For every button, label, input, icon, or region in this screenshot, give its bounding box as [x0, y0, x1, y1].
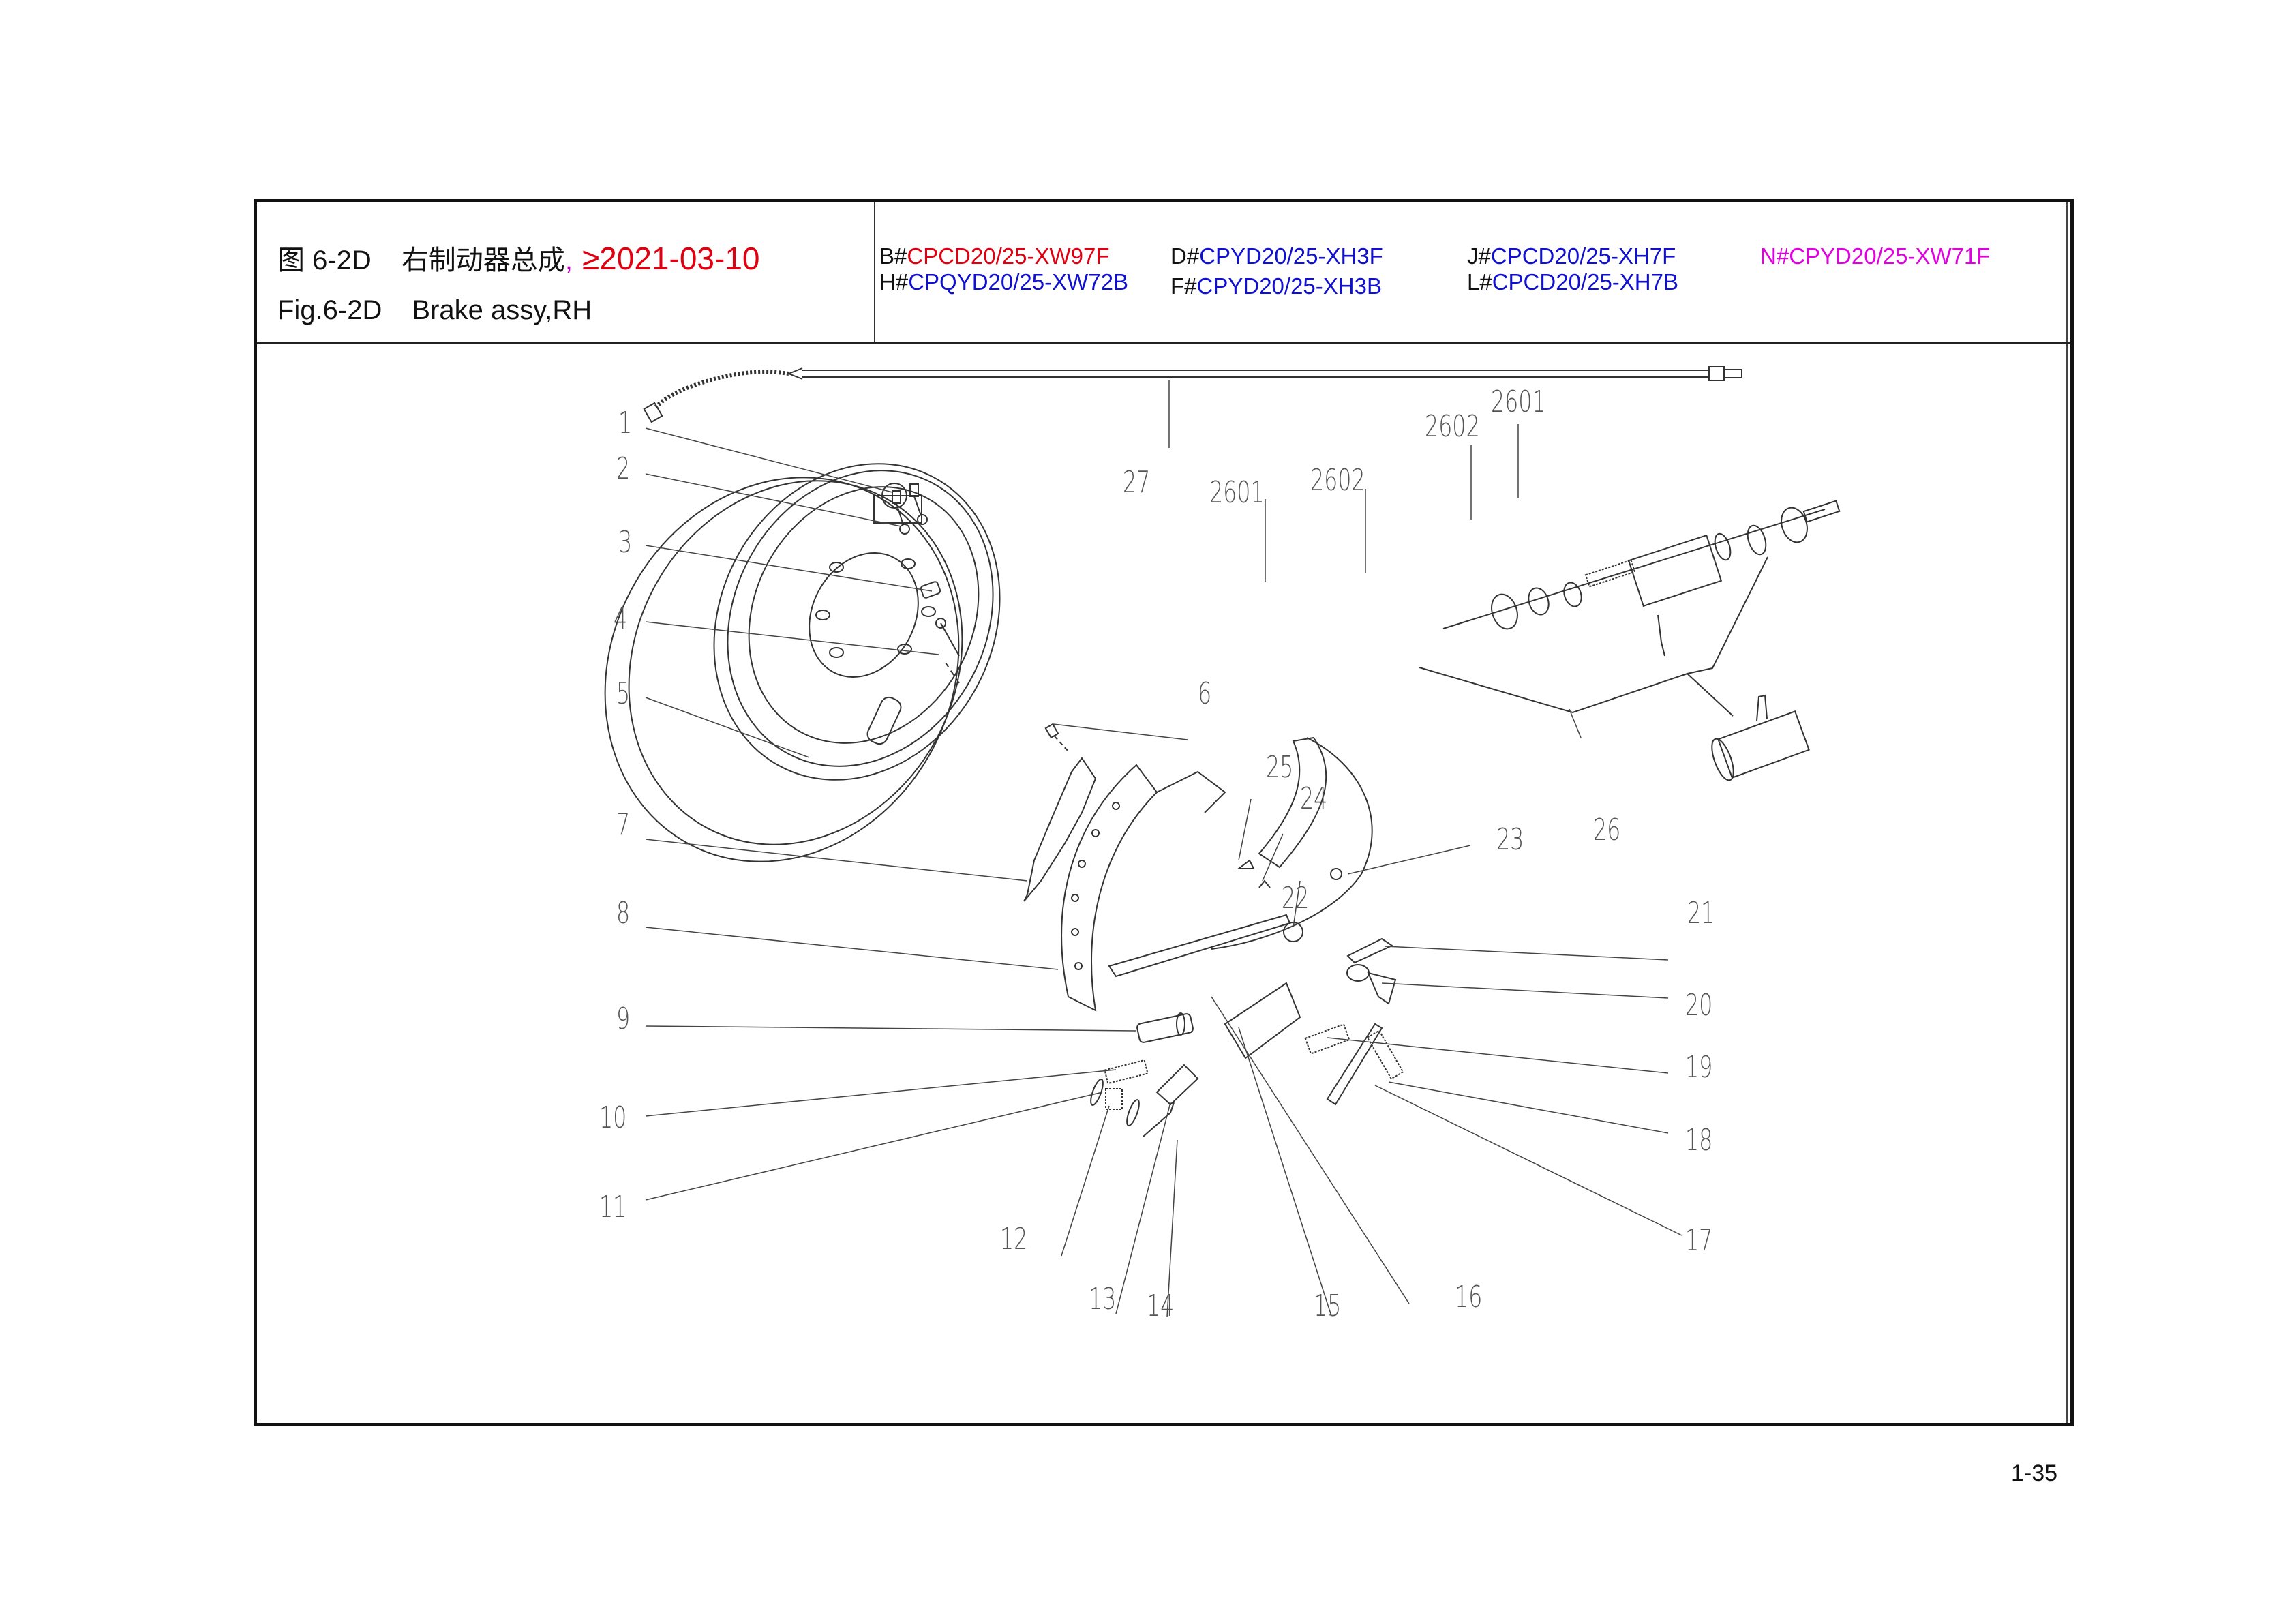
model-code-h: H#CPQYD20/25-XW72B [879, 269, 1128, 295]
anchor-plate-icon [1346, 937, 1394, 964]
spring-19-icon [1304, 1023, 1350, 1055]
grouping-bracket-right [1687, 556, 1768, 674]
callout-6: 6 [1198, 676, 1212, 711]
parking-cable-icon [643, 366, 1742, 423]
figure-number-cn: 图 6-2D [277, 245, 372, 275]
brake-shoe-right-icon [1211, 736, 1373, 950]
long-bolt-icon [935, 618, 960, 684]
shoe-guide-plate-icon [1023, 757, 1097, 902]
callout-5: 5 [616, 676, 631, 711]
plug-icon [920, 581, 941, 599]
callout-11: 11 [599, 1190, 627, 1224]
spring-icon [1104, 1059, 1149, 1085]
retainer-icon [1237, 859, 1255, 869]
model-code-n: N#CPYD20/25-XW71F [1760, 243, 1991, 269]
adjuster-cable-icon [1326, 1023, 1383, 1106]
callout-12: 12 [1000, 1222, 1028, 1257]
effective-date: ≥2021-03-10 [581, 241, 760, 276]
callout-9: 9 [616, 1002, 631, 1036]
bolt-icon [892, 483, 928, 535]
title-chinese: 图 6-2D 右制动器总成, ≥2021-03-10 [277, 238, 759, 277]
adjuster-icon [1136, 1012, 1194, 1043]
callout-2602-left: 2602 [1310, 463, 1365, 498]
clip-pin-icon [1143, 1102, 1175, 1137]
callout-14: 14 [1147, 1289, 1175, 1323]
brake-drum-icon [604, 463, 1001, 862]
model-code-j: J#CPCD20/25-XH7F [1467, 243, 1676, 269]
title-cell: 图 6-2D 右制动器总成, ≥2021-03-10 Fig.6-2D Brake a… [257, 202, 875, 342]
callout-4: 4 [614, 601, 628, 636]
model-applicability: B#CPCD20/25-XW97F H#CPQYD20/25-XW72B D#C… [874, 202, 2070, 342]
callout-2: 2 [616, 451, 631, 486]
assembly-name-en: Brake assy,RH [412, 295, 592, 325]
callout-17: 17 [1685, 1223, 1713, 1258]
figure-number-en: Fig.6-2D [277, 295, 382, 325]
hold-down-spring-icon [1090, 1079, 1140, 1126]
callout-8: 8 [616, 896, 631, 931]
callout-24: 24 [1300, 781, 1328, 816]
callout-3: 3 [618, 525, 633, 560]
callout-16: 16 [1455, 1280, 1483, 1314]
model-code-f: F#CPYD20/25-XH3B [1170, 273, 1382, 299]
adjusting-wheel-icon [1283, 922, 1303, 942]
callout-7: 7 [616, 807, 631, 842]
callout-20: 20 [1685, 988, 1713, 1023]
callout-23: 23 [1496, 822, 1524, 857]
model-code-b: B#CPCD20/25-XW97F [879, 243, 1110, 269]
title-comma: , [564, 245, 573, 275]
callout-26: 26 [1593, 813, 1621, 847]
frame-inner-border [2066, 202, 2068, 1423]
callout-21: 21 [1687, 896, 1715, 931]
callout-27: 27 [1123, 465, 1151, 500]
callout-18: 18 [1685, 1123, 1713, 1158]
leader-lines [645, 380, 1682, 1318]
callout-19: 19 [1685, 1050, 1713, 1085]
page-number: 1-35 [2011, 1460, 2058, 1486]
assembly-name-cn: 右制动器总成 [401, 245, 565, 275]
parking-lever-icon [1108, 914, 1291, 978]
callout-22: 22 [1282, 881, 1310, 916]
brake-shoe-icon [1061, 764, 1226, 1012]
clip-icon [1258, 879, 1271, 888]
callout-2601-right: 2601 [1491, 385, 1546, 419]
callout-13: 13 [1089, 1282, 1117, 1317]
title-english: Fig.6-2D Brake assy,RH [277, 295, 592, 326]
callout-15: 15 [1314, 1289, 1342, 1323]
callout-2601-left: 2601 [1209, 475, 1265, 510]
model-code-d: D#CPYD20/25-XH3F [1170, 243, 1383, 269]
title-block: 图 6-2D 右制动器总成, ≥2021-03-10 Fig.6-2D Brake a… [257, 202, 2070, 344]
grouping-bracket [1419, 667, 1734, 717]
wheel-cylinder-icon [1711, 694, 1810, 781]
callout-2602-right: 2602 [1425, 409, 1480, 444]
drawing-frame: 图 6-2D 右制动器总成, ≥2021-03-10 Fig.6-2D Brake a… [254, 199, 2074, 1426]
pin-icon [1044, 723, 1069, 752]
cable-guide-icon [1346, 964, 1397, 1005]
callout-25: 25 [1266, 750, 1294, 785]
brake-assembly-drawing [604, 366, 1841, 1318]
callout-10: 10 [599, 1100, 627, 1135]
strut-plate-icon [1224, 982, 1301, 1059]
lever-icon [1155, 1064, 1199, 1106]
wheel-cylinder-exploded-icon [1442, 500, 1841, 657]
callout-1: 1 [618, 406, 633, 440]
exploded-diagram: 1 2 3 4 5 6 7 8 9 10 11 12 13 14 15 16 1… [257, 342, 2070, 1423]
model-code-l: L#CPCD20/25-XH7B [1467, 269, 1678, 295]
anchor-pin-icon [1330, 868, 1342, 880]
return-spring-icon [1366, 1029, 1404, 1080]
